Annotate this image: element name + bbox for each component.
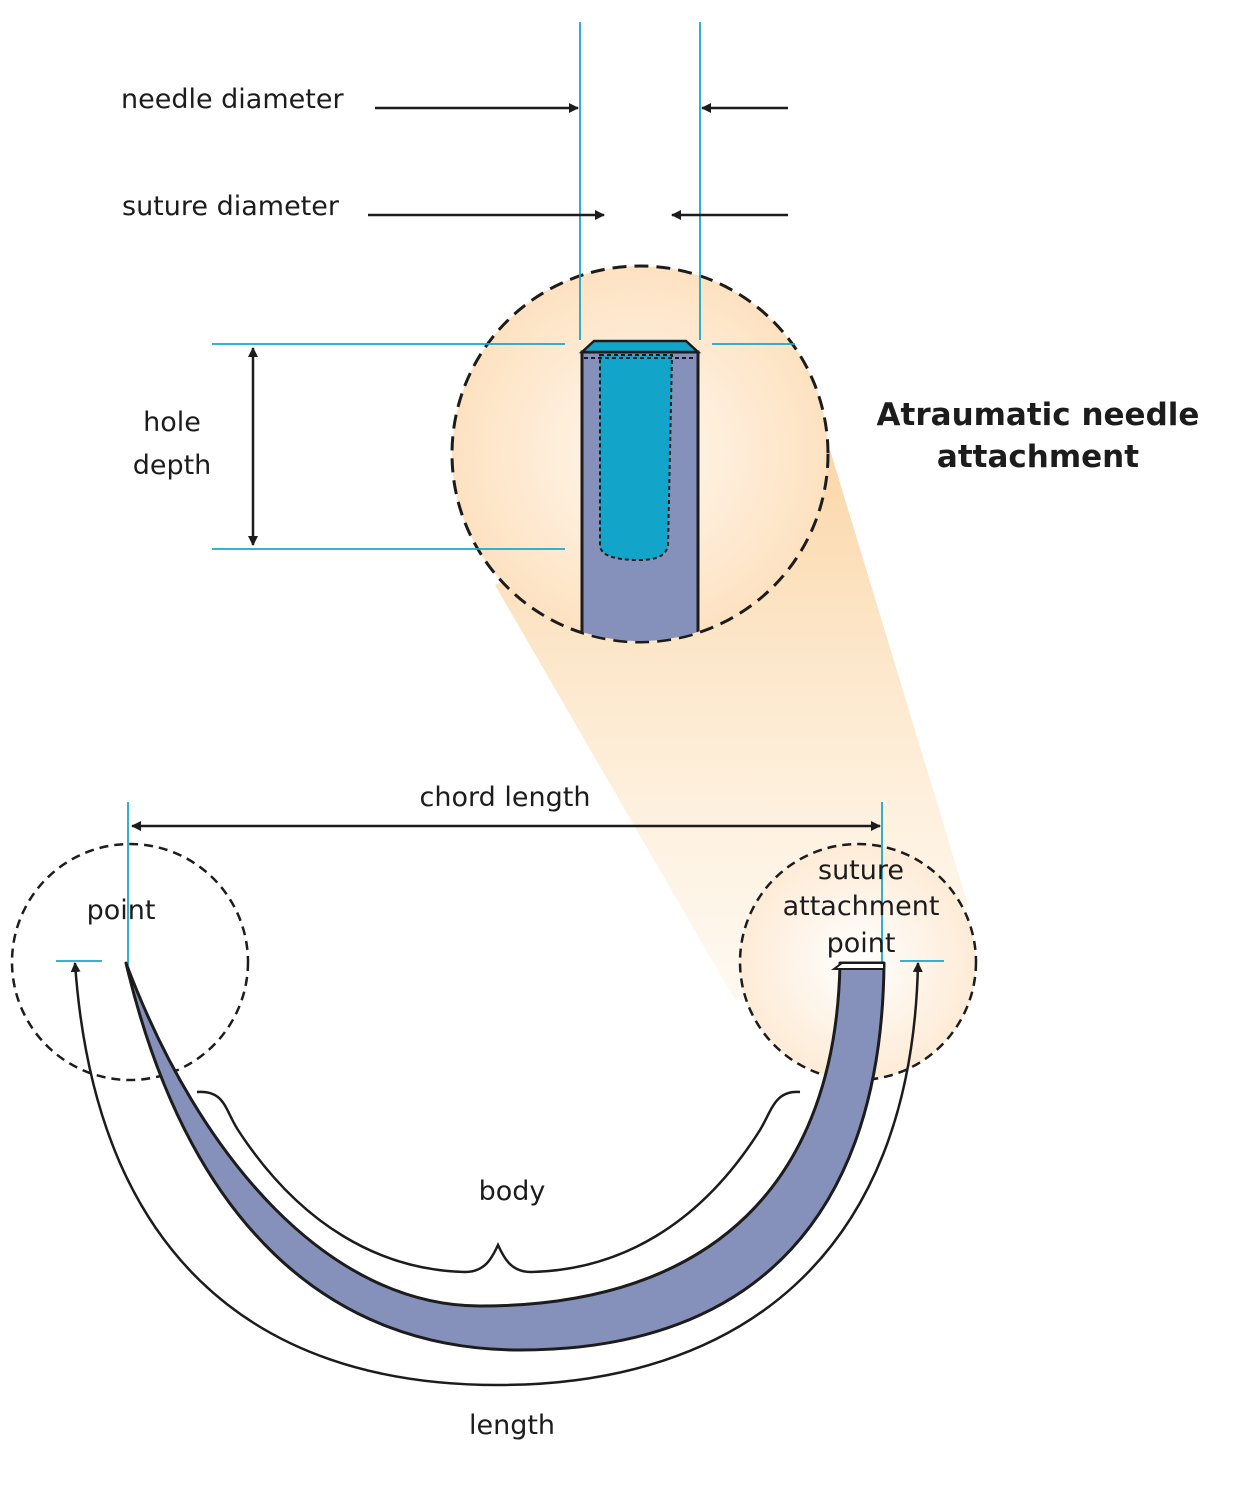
needle-top-bevel <box>578 339 702 354</box>
length-arc <box>70 962 923 1387</box>
body-brace <box>196 1090 801 1274</box>
chord-length-label: chord length <box>420 782 591 813</box>
length-label: length <box>469 1410 555 1441</box>
body-label: body <box>479 1176 546 1207</box>
needle-diameter-label: needle diameter <box>121 84 344 115</box>
hole-depth-label-1: hole <box>143 407 201 438</box>
hole-depth-label-2: depth <box>133 450 212 481</box>
suture-attachment-bevel <box>831 962 885 970</box>
figure-title-line-2: attachment <box>937 439 1139 475</box>
suture-in-hole <box>599 354 674 562</box>
suture-attachment-label-1: suture <box>818 855 904 886</box>
point-label: point <box>87 895 156 926</box>
guide-lines <box>56 22 944 965</box>
figure-title-line-1: Atraumatic needle <box>877 397 1200 433</box>
point-circle <box>10 842 250 1082</box>
suture-attachment-label-2: attachment <box>783 891 940 922</box>
suture-attachment-label-3: point <box>827 928 896 959</box>
suture-diameter-label: suture diameter <box>122 191 340 222</box>
